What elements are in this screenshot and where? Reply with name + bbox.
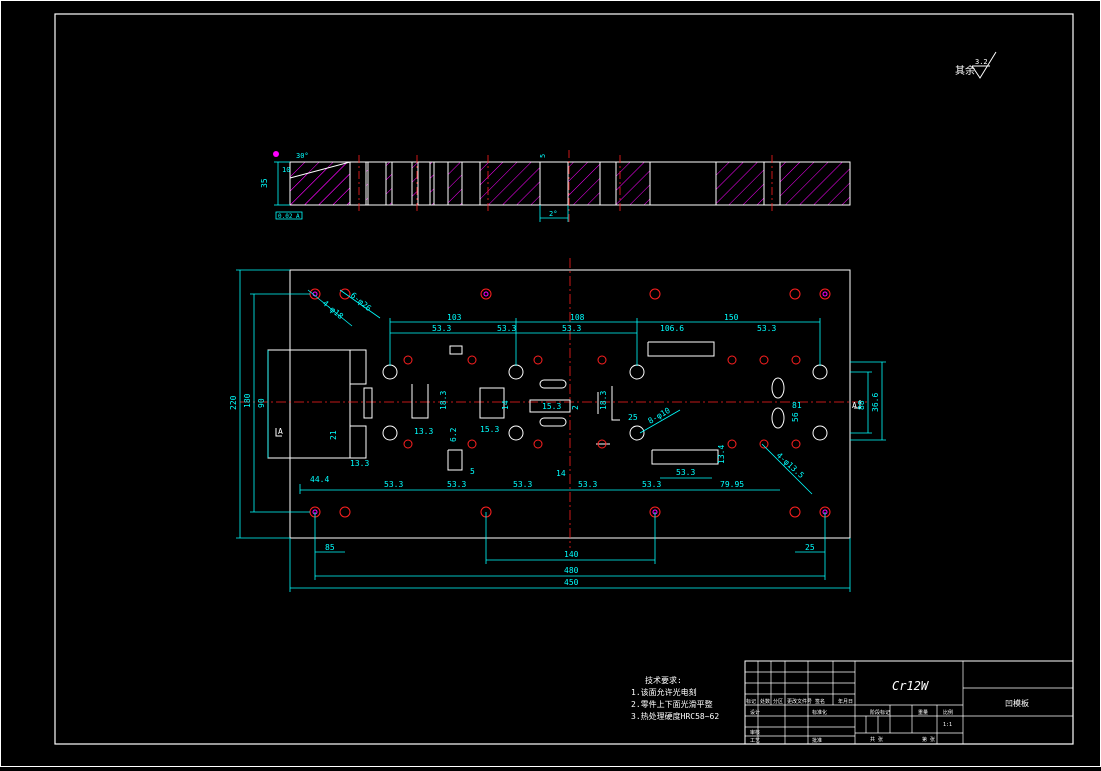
tb-cell-6: 年月日 — [838, 698, 853, 705]
tech-req-title: 技术要求: — [645, 675, 682, 685]
dim-inner-7: 5 — [470, 467, 475, 476]
section-view: 35 10 30° 5 2° 0.02 A — [260, 150, 851, 225]
dim-width: 450 — [564, 578, 579, 587]
dim-inner-4: 18.3 — [439, 391, 448, 410]
tb-cell-5: 签名 — [815, 698, 825, 705]
pin-holes — [403, 355, 801, 449]
dim-top-sub-2: 53.3 — [497, 324, 516, 333]
roughness-symbol: 其余 3.2 — [955, 51, 997, 79]
dim-bottom-4: 53.3 — [578, 480, 597, 489]
dim-top-sub-1: 53.3 — [432, 324, 451, 333]
dim-hole-span-y: 180 — [243, 393, 252, 408]
roughness-value: 3.2 — [975, 58, 988, 66]
section-mark-left: A — [278, 427, 283, 436]
section-slot-dim: 5 — [539, 154, 547, 158]
dim-top-sub-4: 53.3 — [757, 324, 776, 333]
tb-cell-17: 1:1 — [943, 722, 952, 728]
dim-edge-left: 85 — [325, 543, 335, 552]
tb-cell-12: 审核 — [750, 729, 760, 736]
dim-inner-2: 13.3 — [350, 459, 369, 468]
die-cutouts — [349, 341, 785, 471]
dim-inner-3: 13.3 — [414, 427, 433, 436]
title-block: Cr12W 凹模板 标记 处数 分区 更改文件号 签名 年月日 设计 标准化 阶… — [744, 660, 1074, 745]
technical-requirements: 技术要求: 1.该面允许光电刻 2.零件上下面光滑平整 3.热处理硬度HRC58… — [631, 675, 719, 721]
tolerance-frame: 0.02 A — [278, 213, 300, 220]
dim-top-sub-3: 53.3 — [562, 324, 581, 333]
dim-inner-8: 2 — [571, 405, 580, 410]
dim-inner-16: 88 — [857, 400, 866, 410]
dim-inner-13: 18.3 — [599, 391, 608, 410]
tb-cell-16: 第 张 — [922, 736, 935, 743]
dim-inner-1: 21 — [329, 430, 338, 440]
dim-inner-9: 14 — [556, 469, 566, 478]
dim-top-4: 150 — [724, 313, 739, 322]
section-slot-width-dim: 2° — [549, 210, 557, 218]
tb-cell-13: 工艺 — [750, 738, 760, 744]
tb-cell-9: 阶段标记 — [870, 709, 890, 716]
dim-mid-span: 140 — [564, 550, 579, 559]
dim-inner-17: 56 — [791, 412, 800, 422]
datum-marker-icon — [273, 151, 279, 157]
dim-bottom-3: 53.3 — [513, 480, 532, 489]
tech-req-item-2: 2.零件上下面光滑平整 — [631, 699, 713, 709]
tb-cell-11: 比例 — [943, 709, 953, 716]
tb-cell-4: 更改文件号 — [787, 698, 812, 705]
section-top-dim: 10 — [282, 166, 290, 174]
tb-cell-1: 标记 — [746, 698, 756, 705]
dim-top-3: 106.6 — [660, 324, 684, 333]
drawing-frame — [54, 13, 1074, 745]
leader-3: 8-φ10 — [647, 406, 673, 426]
dim-inner-19: 13.4 — [717, 445, 726, 464]
dim-inner-14: 36.6 — [871, 393, 880, 412]
dim-inner-11: 14 — [501, 400, 510, 410]
dim-top-1: 103 — [447, 313, 462, 322]
roughness-label: 其余 — [955, 64, 975, 77]
leader-2: 6-φ26 — [349, 291, 373, 313]
dim-inner-10: 15.3 — [480, 425, 499, 434]
leader-1: 4-φ18 — [321, 299, 345, 321]
tb-cell-2: 处数 — [760, 698, 770, 705]
tb-cell-15: 共 张 — [870, 736, 883, 743]
dim-inner-18: 53.3 — [676, 468, 695, 477]
dim-inner-12: 25 — [628, 413, 638, 422]
material-text: Cr12W — [892, 679, 930, 693]
dim-bottom-5: 53.3 — [642, 480, 661, 489]
dim-bottom-1: 53.3 — [384, 480, 403, 489]
tb-cell-10: 重量 — [918, 709, 928, 716]
part-name-text: 凹模板 — [1005, 698, 1029, 708]
section-angle-dim: 30° — [296, 152, 309, 160]
dim-bottom-6: 79.95 — [720, 480, 744, 489]
dim-height: 220 — [229, 395, 238, 410]
dim-left-depth: 90 — [257, 398, 266, 408]
section-mark-right: A — [852, 401, 857, 410]
tech-req-item-1: 1.该面允许光电刻 — [631, 687, 697, 697]
tb-cell-3: 分区 — [773, 698, 783, 705]
dim-inner-5: 15.3 — [542, 402, 561, 411]
dim-bottom-left: 44.4 — [310, 475, 329, 484]
dim-top-2: 108 — [570, 313, 585, 322]
tb-cell-14: 批准 — [812, 737, 822, 744]
dim-inner-6: 6.2 — [449, 427, 458, 442]
leader-4: 4-φ13.5 — [775, 451, 806, 480]
dimension-texts: 220 180 90 450 480 140 85 25 103 108 106… — [229, 291, 880, 587]
tech-req-item-3: 3.热处理硬度HRC58~62 — [631, 711, 719, 721]
dim-hole-span-x: 480 — [564, 566, 579, 575]
plan-view: A A 220 180 90 450 480 140 85 25 103 108… — [229, 258, 886, 592]
tb-cell-7: 设计 — [750, 709, 760, 716]
dimension-lines — [236, 269, 886, 592]
section-height-dim: 35 — [260, 178, 269, 188]
tb-cell-8: 标准化 — [812, 709, 827, 716]
dim-bottom-2: 53.3 — [447, 480, 466, 489]
dim-inner-15: 81 — [792, 401, 802, 410]
dim-edge-right: 25 — [805, 543, 815, 552]
